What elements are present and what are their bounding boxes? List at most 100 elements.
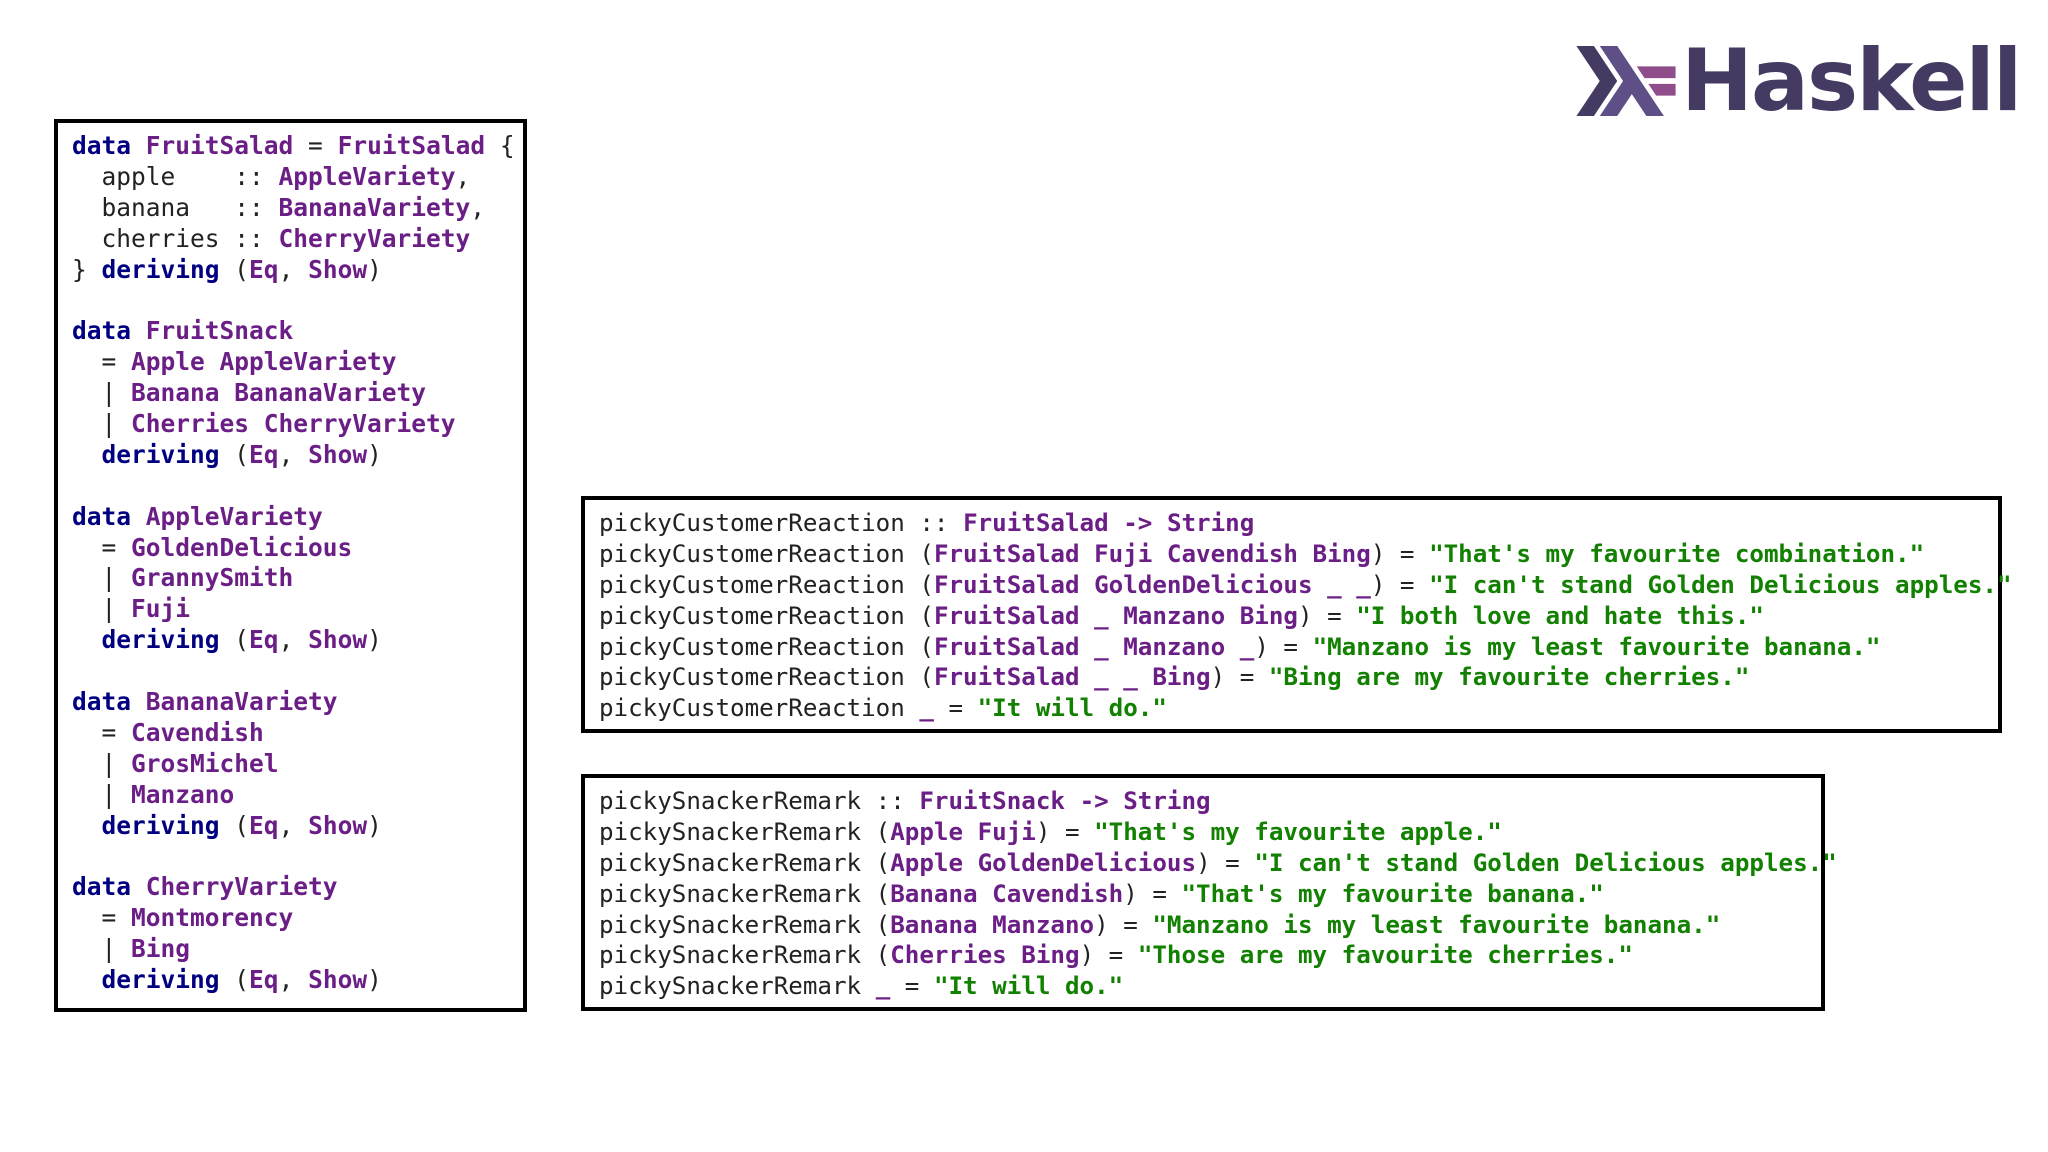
code-type: Eq	[249, 254, 279, 284]
code-text: pickySnackerRemark	[599, 972, 876, 1001]
code-line: pickySnackerRemark (Banana Manzano) = "M…	[599, 910, 1821, 941]
code-type: Eq	[249, 625, 279, 655]
code-text: (	[219, 254, 250, 284]
picky-snacker-remark-panel: pickySnackerRemark :: FruitSnack -> Stri…	[581, 774, 1837, 1011]
type-definitions-code: data FruitSalad = FruitSalad { apple :: …	[72, 131, 523, 996]
code-string: "That's my favourite combination."	[1429, 539, 1925, 568]
code-type: FruitSalad _ Manzano Bing	[933, 601, 1298, 630]
code-text: pickyCustomerReaction (	[599, 570, 934, 599]
code-line: apple :: AppleVariety,	[72, 162, 523, 193]
code-text: pickySnackerRemark (	[599, 910, 891, 939]
code-text: ) =	[1370, 539, 1430, 568]
code-line: = Cavendish	[72, 718, 523, 749]
code-type: Show	[308, 965, 368, 995]
code-text: pickyCustomerReaction (	[599, 601, 934, 630]
code-line: data FruitSnack	[72, 316, 523, 347]
code-string: "Manzano is my least favourite banana."	[1152, 910, 1721, 939]
code-keyword: data	[72, 131, 132, 160]
code-text: )	[367, 254, 382, 284]
code-line: = Montmorency	[72, 903, 523, 934]
code-text: |	[72, 594, 132, 624]
code-text: pickySnackerRemark (	[599, 941, 891, 970]
code-text	[1109, 509, 1124, 537]
code-line: pickySnackerRemark (Banana Cavendish) = …	[599, 879, 1821, 910]
code-type: CherryVariety	[145, 872, 338, 902]
code-text: }	[72, 254, 102, 284]
code-type: FruitSalad Fuji Cavendish Bing	[933, 539, 1371, 568]
code-type: ->	[1123, 509, 1153, 537]
code-text: |	[72, 748, 132, 778]
code-type: String	[1123, 787, 1211, 815]
code-text: ) =	[1370, 570, 1430, 599]
code-type: AppleVariety	[145, 501, 323, 531]
code-text: |	[72, 934, 132, 964]
code-line: pickyCustomerReaction (FruitSalad _ Manz…	[599, 632, 1998, 663]
code-line: pickySnackerRemark :: FruitSnack -> Stri…	[599, 786, 1821, 817]
code-line: pickySnackerRemark (Apple GoldenDeliciou…	[599, 848, 1837, 879]
code-text: ) =	[1079, 941, 1138, 970]
code-type: Bing	[131, 934, 191, 964]
code-line: data CherryVariety	[72, 872, 523, 903]
code-type: FruitSalad _ _ Bing	[933, 663, 1211, 692]
code-string: "Bing are my favourite cherries."	[1268, 663, 1750, 692]
code-type: Cherries CherryVariety	[131, 409, 456, 439]
code-string: "That's my favourite banana."	[1181, 879, 1604, 908]
code-text: )	[367, 439, 382, 469]
code-type: FruitSalad	[963, 509, 1109, 537]
code-keyword: deriving	[101, 625, 220, 655]
code-type: BananaVariety	[278, 192, 471, 222]
code-text: pickySnackerRemark ::	[599, 787, 920, 815]
code-type: BananaVariety	[145, 687, 338, 717]
code-line: pickyCustomerReaction _ = "It will do."	[599, 693, 1998, 724]
type-definitions-panel: data FruitSalad = FruitSalad { apple :: …	[54, 119, 527, 1012]
code-type: Show	[308, 810, 368, 840]
code-text	[72, 811, 102, 840]
code-text: |	[72, 779, 132, 809]
code-line: | GrosMichel	[72, 749, 523, 780]
code-line: pickyCustomerReaction (FruitSalad _ Manz…	[599, 601, 1998, 632]
haskell-logo: Haskell	[1575, 36, 2022, 126]
code-text: )	[367, 810, 382, 840]
code-line: | Bing	[72, 934, 523, 965]
code-text: apple ::	[72, 161, 279, 191]
picky-customer-reaction-code: pickyCustomerReaction :: FruitSalad -> S…	[599, 508, 2012, 724]
code-text: =	[72, 532, 132, 562]
code-type: CherryVariety	[278, 223, 471, 253]
code-text: |	[72, 378, 132, 408]
code-type: FruitSnack	[919, 787, 1065, 815]
code-text: ) =	[1035, 817, 1095, 846]
code-line: deriving (Eq, Show)	[72, 625, 523, 656]
code-text: pickyCustomerReaction (	[599, 663, 934, 692]
code-type: FruitSnack	[145, 316, 294, 346]
code-text: pickyCustomerReaction ::	[599, 509, 964, 537]
code-line: | Manzano	[72, 780, 523, 811]
code-string: "I both love and hate this."	[1356, 601, 1764, 630]
code-line: } deriving (Eq, Show)	[72, 255, 523, 286]
code-line	[72, 656, 523, 687]
code-text	[131, 687, 146, 716]
code-line	[72, 285, 523, 316]
code-type: Fuji	[131, 594, 191, 624]
code-type: Apple GoldenDelicious	[890, 848, 1197, 877]
code-type: GoldenDelicious	[131, 532, 353, 562]
code-text	[131, 872, 146, 901]
code-keyword: deriving	[101, 810, 220, 840]
code-type: _	[875, 972, 891, 1001]
code-text: (	[219, 439, 250, 469]
code-keyword: data	[72, 872, 132, 902]
code-keyword: data	[72, 316, 132, 346]
code-line: pickyCustomerReaction (FruitSalad Golden…	[599, 570, 2012, 601]
code-text	[131, 131, 146, 160]
code-type: Banana BananaVariety	[131, 378, 427, 408]
code-text: )	[367, 625, 382, 655]
code-text: ,	[278, 965, 309, 995]
code-text: pickySnackerRemark (	[599, 817, 891, 846]
code-line: = GoldenDelicious	[72, 533, 523, 564]
code-text	[72, 440, 102, 469]
code-line: | GrannySmith	[72, 563, 523, 594]
code-type: GrosMichel	[131, 748, 279, 778]
code-text: =	[72, 347, 132, 377]
code-string: "Those are my favourite cherries."	[1137, 941, 1633, 970]
code-type: Show	[308, 439, 368, 469]
code-line: pickyCustomerReaction :: FruitSalad -> S…	[599, 508, 1998, 539]
